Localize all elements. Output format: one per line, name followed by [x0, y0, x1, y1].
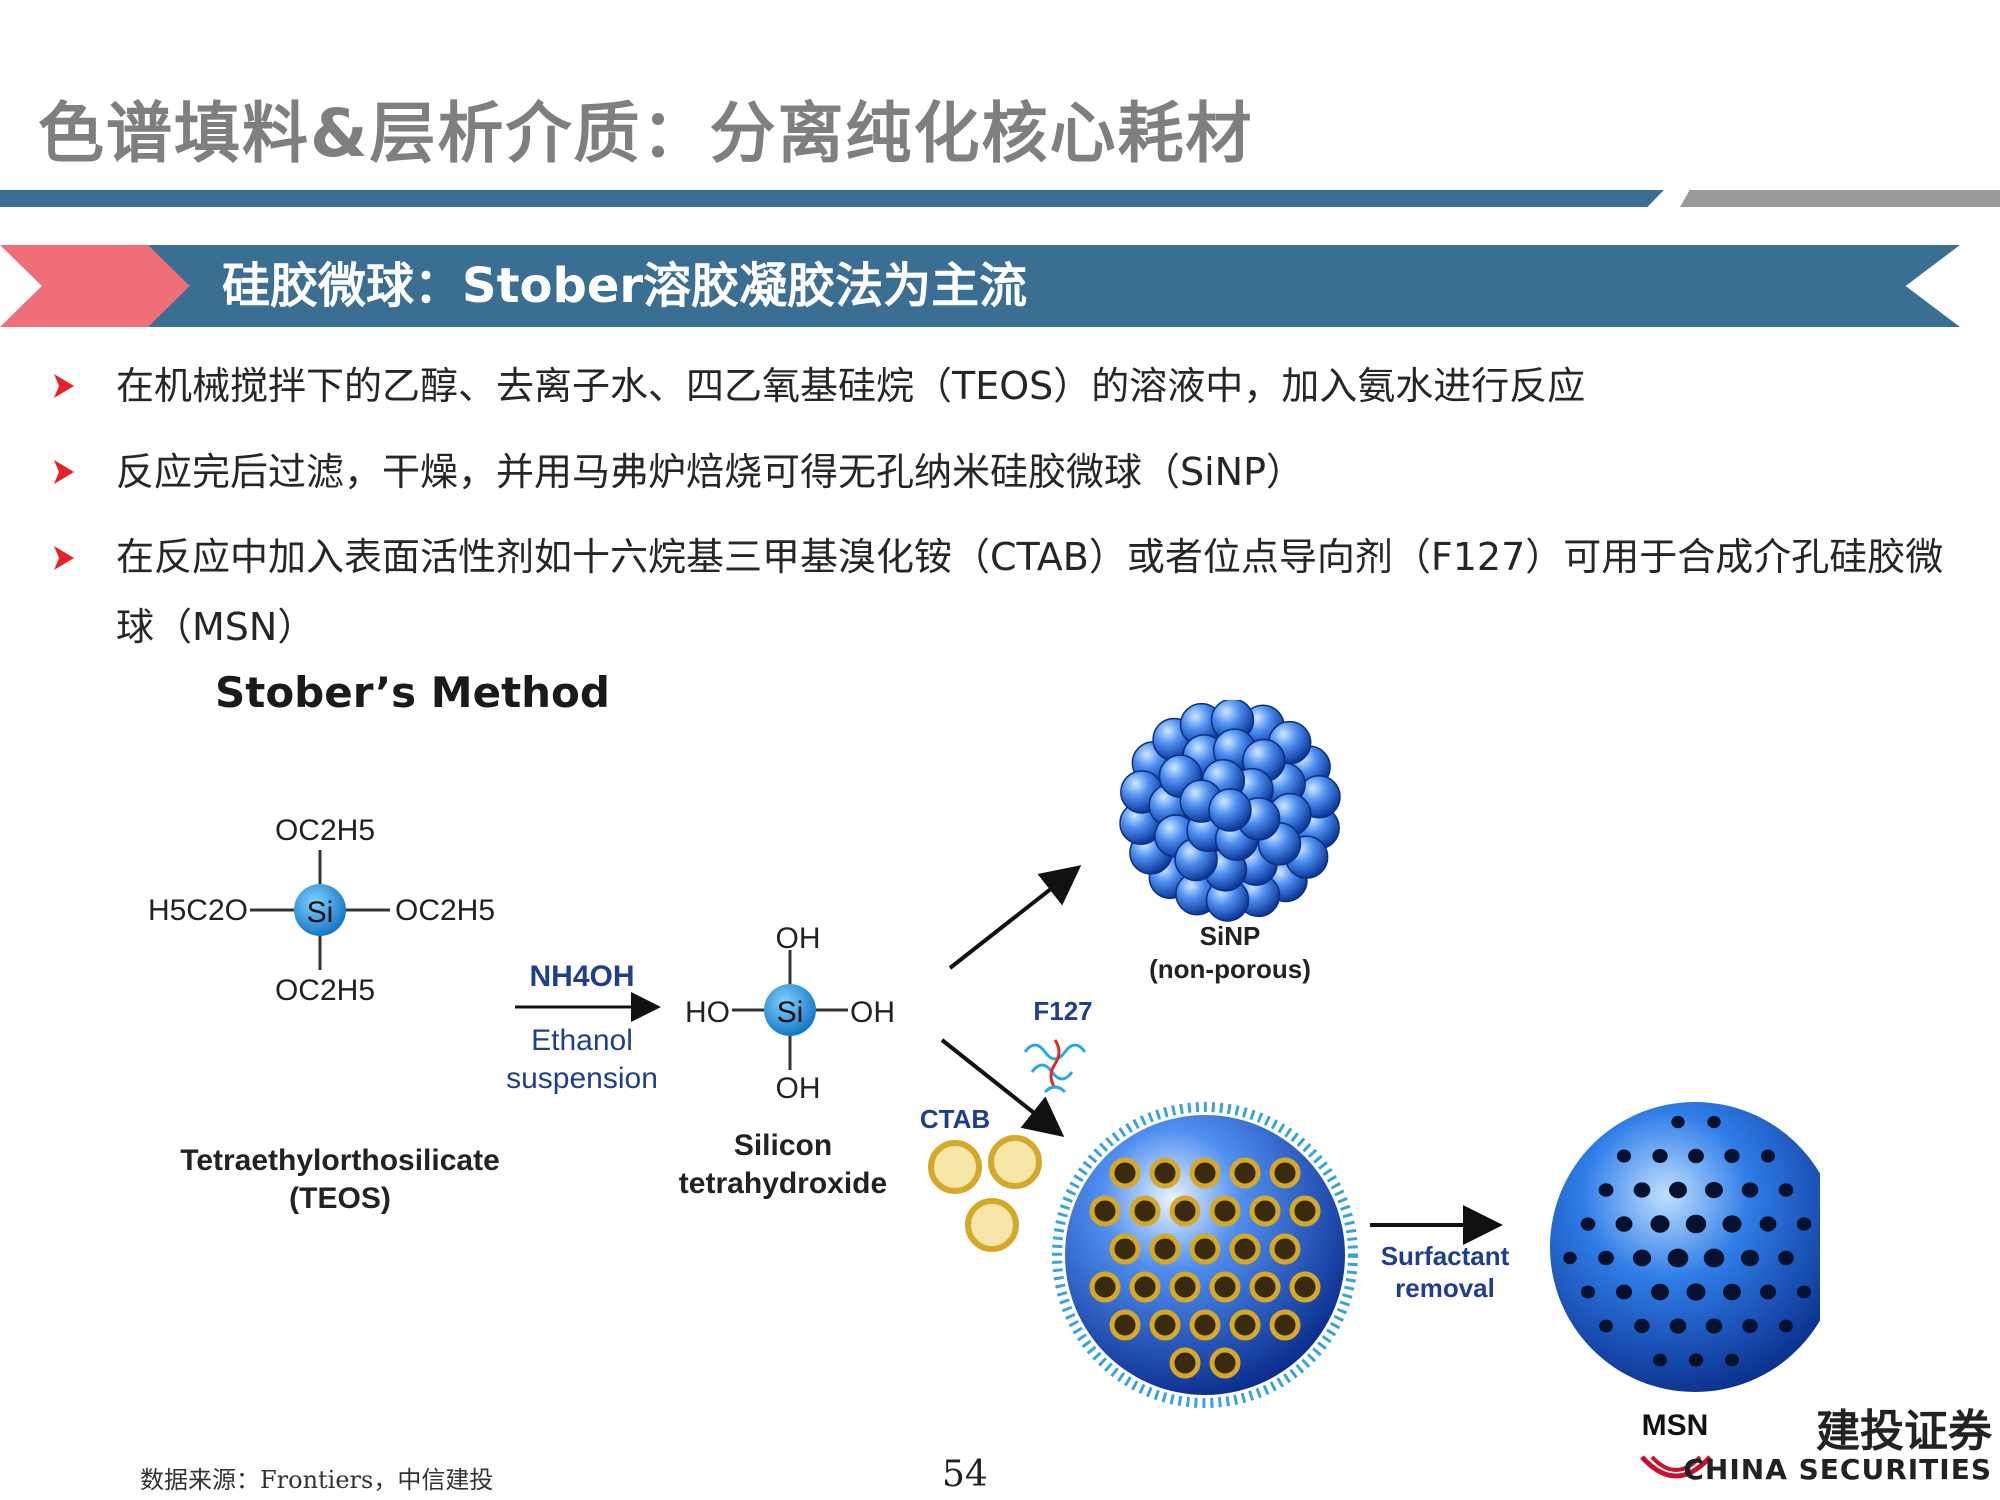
teos-top-group: OC2H5 [275, 814, 375, 847]
msn-particle-icon [1550, 1102, 1820, 1392]
bullet-item: 在反应中加入表面活性剂如十六烷基三甲基溴化铵（CTAB）或者位点导向剂（F127… [54, 522, 1954, 662]
teos-right-group: OC2H5 [395, 894, 495, 927]
teos-left-group: H5C2O [148, 894, 248, 927]
bullet-text: 在机械搅拌下的乙醇、去离子水、四乙氧基硅烷（TEOS）的溶液中，加入氨水进行反应 [116, 364, 1586, 408]
solvent-label-2: suspension [506, 1062, 658, 1095]
ctab-micelle-icon [928, 1135, 1042, 1252]
figure-title: Stober’s Method [215, 668, 610, 717]
ctab-label: CTAB [920, 1104, 990, 1134]
bullet-item: 反应完后过滤，干燥，并用马弗炉焙烧可得无孔纳米硅胶微球（SiNP） [54, 436, 1954, 508]
sih-right-group: OH [850, 996, 895, 1029]
removal-label-2: removal [1395, 1273, 1495, 1303]
sih-name-2: tetrahydroxide [679, 1167, 887, 1200]
f127-label: F127 [1033, 996, 1092, 1026]
banner-blue-band [148, 245, 1960, 327]
sinp-particle-icon: SiNP (non-porous) [1119, 700, 1341, 984]
arrow-bullet-icon [54, 374, 74, 398]
teos-si-label: Si [307, 896, 334, 929]
logo-chinese-name: 建投证券 [1816, 1406, 1992, 1457]
sinp-sub-label: (non-porous) [1149, 954, 1311, 984]
teos-molecule: Si OC2H5 H5C2O OC2H5 OC2H5 Tetraethylort… [148, 814, 500, 1215]
page-number: 54 [942, 1454, 988, 1495]
arrow-to-msn [940, 1038, 1065, 1137]
reaction-step-1: NH4OH Ethanol suspension [506, 960, 661, 1095]
arrow-bullet-icon [54, 460, 74, 484]
micelle-template-sphere-icon [1052, 1102, 1358, 1408]
sih-si-label: Si [777, 996, 804, 1029]
teos-abbrev: (TEOS) [289, 1182, 391, 1215]
bullet-text: 在反应中加入表面活性剂如十六烷基三甲基溴化铵（CTAB）或者位点导向剂（F127… [116, 535, 1944, 649]
bullet-list: 在机械搅拌下的乙醇、去离子水、四乙氧基硅烷（TEOS）的溶液中，加入氨水进行反应… [54, 350, 1954, 676]
solvent-label-1: Ethanol [531, 1024, 633, 1057]
sih-top-group: OH [776, 922, 821, 955]
teos-name: Tetraethylorthosilicate [180, 1144, 500, 1177]
bullet-item: 在机械搅拌下的乙醇、去离子水、四乙氧基硅烷（TEOS）的溶液中，加入氨水进行反应 [54, 350, 1954, 422]
logo-english-name: CHINA SECURITIES [1683, 1453, 1992, 1486]
removal-label-1: Surfactant [1381, 1241, 1510, 1271]
arrow-bullet-icon [54, 546, 74, 570]
f127-polymer-icon [1023, 1039, 1087, 1094]
sih-bottom-group: OH [776, 1072, 821, 1105]
title-rule-blue [0, 190, 1664, 207]
page-title: 色谱填料&层析介质：分离纯化核心耗材 [38, 95, 1254, 172]
reagent-label: NH4OH [529, 960, 634, 993]
source-note: 数据来源：Frontiers，中信建投 [140, 1466, 494, 1494]
si-atom-icon [294, 884, 346, 936]
msn-label: MSN [1642, 1409, 1709, 1442]
logo-mark-icon [1640, 1455, 1712, 1479]
silicon-tetrahydroxide: Si OH HO OH OH Silicon tetrahydroxide [679, 922, 895, 1200]
sinp-label: SiNP [1200, 921, 1261, 951]
section-banner: 硅胶微球：Stober溶胶凝胶法为主流 [0, 245, 1960, 327]
title-rule-gray [1680, 190, 2000, 207]
sih-name-1: Silicon [734, 1129, 832, 1162]
si-atom-icon [764, 984, 816, 1036]
company-logo: 建投证券 CHINA SECURITIES [1600, 1395, 2000, 1500]
sih-left-group: HO [685, 996, 730, 1029]
teos-bottom-group: OC2H5 [275, 974, 375, 1007]
stober-method-diagram: Si OC2H5 H5C2O OC2H5 OC2H5 Tetraethylort… [148, 700, 1820, 1442]
bullet-text: 反应完后过滤，干燥，并用马弗炉焙烧可得无孔纳米硅胶微球（SiNP） [116, 450, 1305, 494]
arrow-to-sinp [948, 865, 1082, 970]
section-title: 硅胶微球：Stober溶胶凝胶法为主流 [222, 258, 1028, 314]
